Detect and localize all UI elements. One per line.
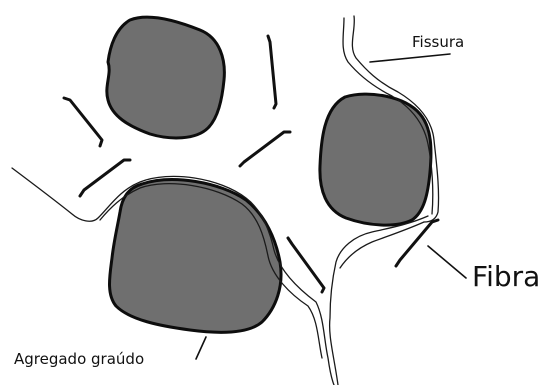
fiber-2: [80, 160, 130, 196]
aggregate-top-left: [107, 17, 225, 138]
fiber-4: [240, 132, 290, 166]
aggregate-right: [320, 94, 431, 225]
leader-crack: [370, 54, 450, 62]
aggregate-bottom-left: [110, 180, 282, 333]
label-fiber: Fibra: [472, 260, 540, 293]
fiber-5: [288, 238, 324, 292]
leader-aggregate: [196, 337, 206, 359]
label-aggregate: Agregado graúdo: [14, 350, 144, 368]
crack-lower-right: [330, 216, 428, 385]
fiber-3: [268, 36, 276, 108]
fiber-6: [396, 220, 438, 266]
leader-fiber: [428, 246, 466, 278]
fiber-1: [64, 98, 102, 146]
label-crack: Fissura: [412, 33, 464, 51]
